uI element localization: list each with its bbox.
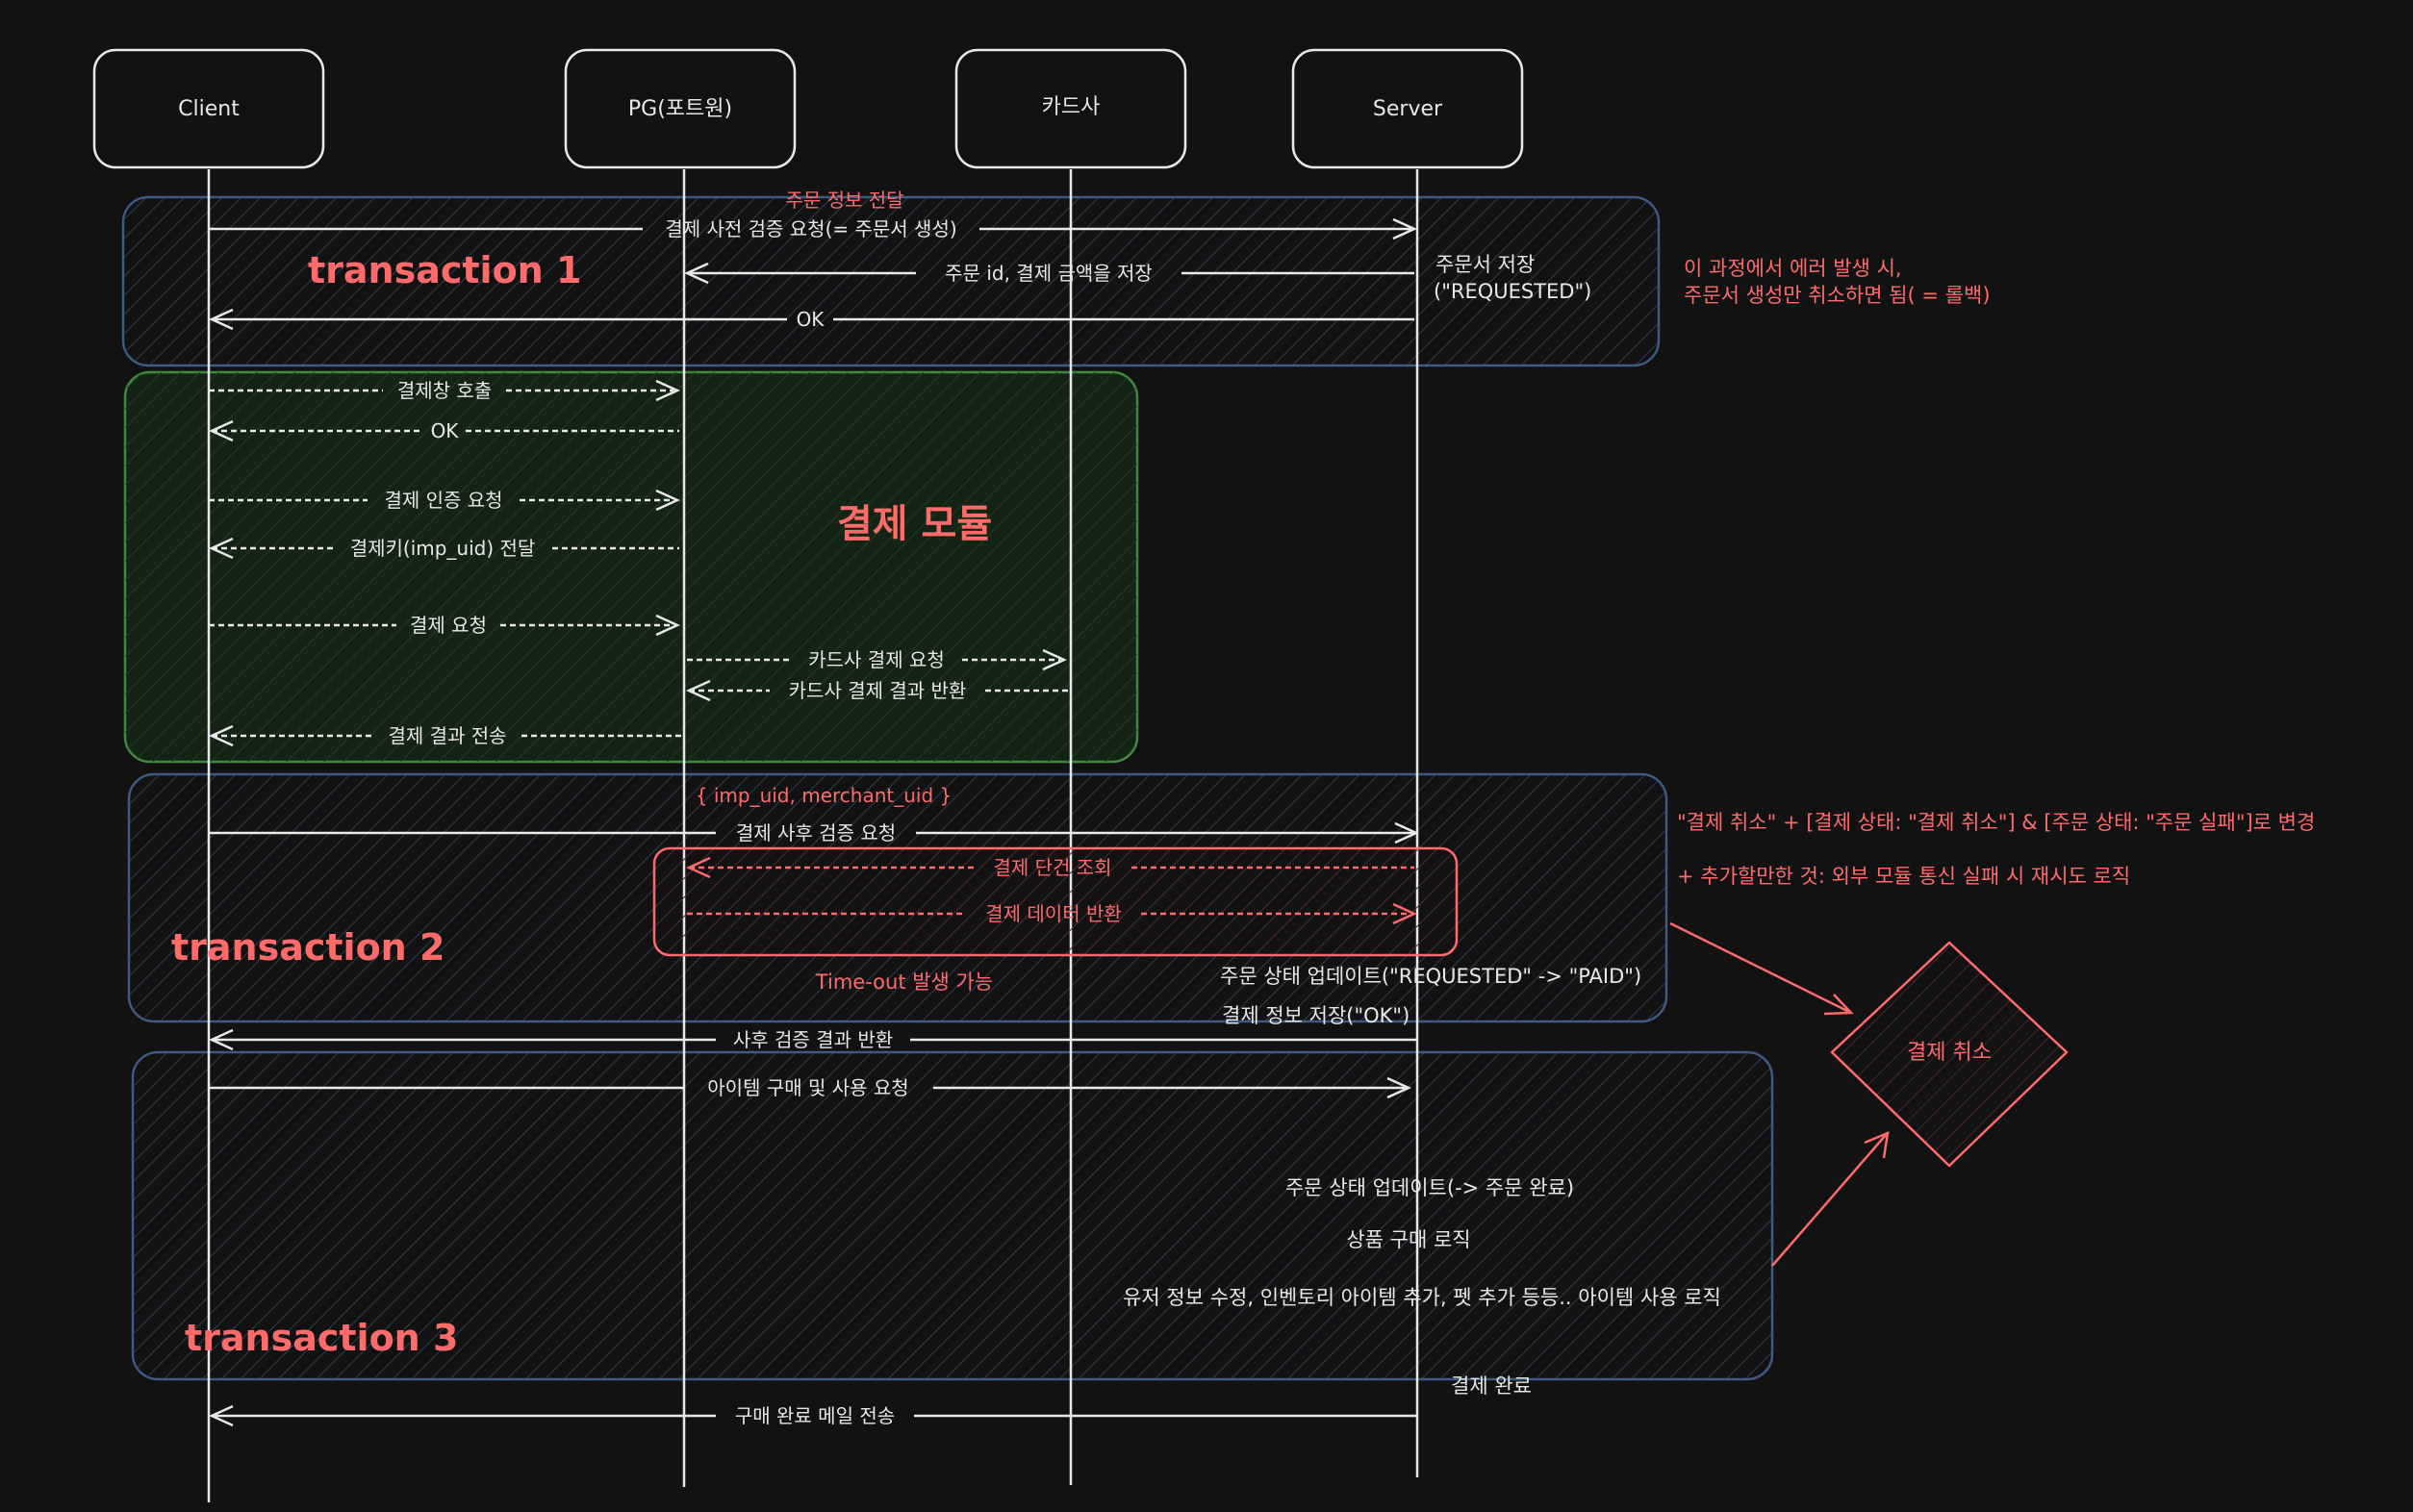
participant-pg: PG(포트원): [564, 48, 797, 169]
message-pay-data-return: 결제 데이터 반환: [687, 902, 1418, 925]
message-auth-request: 결제 인증 요청: [209, 489, 681, 512]
transaction-2-title: transaction 2: [171, 926, 444, 969]
error-note-2: 주문서 생성만 취소하면 됨( = 롤백): [1684, 284, 1991, 307]
transaction-1-box: [121, 195, 1661, 367]
participant-server-label: Server: [1373, 97, 1443, 121]
message-post-verify: 결제 사후 검증 요청: [209, 821, 1420, 844]
retry-note: + 추가할만한 것: 외부 모듈 통신 실패 시 재시도 로직: [1677, 865, 2130, 888]
message-pay-request: 결제 요청: [209, 614, 681, 637]
status-complete-note: 주문 상태 업데이트(-> 주문 완료): [1285, 1176, 1574, 1199]
single-lookup-label: 결제 단건 조회: [993, 856, 1111, 879]
pay-data-return-label: 결제 데이터 반환: [985, 902, 1122, 925]
status-paid-note: 주문 상태 업데이트("REQUESTED" -> "PAID"): [1220, 965, 1641, 988]
message-save-order-amount: 주문 id, 결제 금액을 저장: [683, 262, 1414, 285]
participant-client: Client: [92, 48, 325, 169]
message-card-pay-result: 카드사 결제 결과 반환: [685, 679, 1068, 702]
participant-card-label: 카드사: [1042, 95, 1101, 119]
item-use-logic-note: 유저 정보 수정, 인벤토리 아이템 추가, 펫 추가 등등.. 아이템 사용 …: [1123, 1286, 1721, 1309]
ok-2-label: OK: [431, 419, 460, 442]
pay-request-label: 결제 요청: [410, 614, 487, 637]
transaction-3-box: [131, 1050, 1774, 1381]
message-card-pay-request: 카드사 결제 요청: [687, 648, 1068, 671]
message-purchase-mail: 구매 완료 메일 전송: [208, 1404, 1416, 1427]
pay-result-send-label: 결제 결과 전송: [388, 724, 506, 747]
card-pay-result-label: 카드사 결제 결과 반환: [789, 679, 967, 702]
order-save-note-2: ("REQUESTED"): [1434, 280, 1591, 303]
message-single-lookup: 결제 단건 조회: [685, 856, 1414, 879]
purchase-mail-label: 구매 완료 메일 전송: [735, 1404, 895, 1427]
cancel-decision-label: 결제 취소: [1907, 1041, 1992, 1065]
pre-verify-label: 결제 사전 검증 요청(= 주문서 생성): [665, 217, 956, 240]
payment-module-title: 결제 모듈: [837, 502, 992, 546]
message-pre-verify: 결제 사전 검증 요청(= 주문서 생성): [209, 217, 1418, 240]
imp-merchant-label: { imp_uid, merchant_uid }: [696, 784, 952, 807]
transaction-3-title: transaction 3: [185, 1317, 458, 1359]
timeout-label: Time-out 발생 가능: [815, 970, 993, 994]
message-ok-2: OK: [208, 419, 679, 442]
pay-complete-note: 결제 완료: [1451, 1374, 1532, 1398]
message-post-verify-result: 사후 검증 결과 반환: [208, 1028, 1416, 1051]
pay-key-label: 결제키(imp_uid) 전달: [350, 537, 536, 560]
error-note-1: 이 과정에서 에러 발생 시,: [1684, 257, 1902, 280]
arrow-tx2-to-cancel: [1669, 921, 1854, 1016]
card-pay-request-label: 카드사 결제 요청: [808, 648, 945, 671]
participant-client-label: Client: [178, 97, 240, 121]
call-window-label: 결제창 호출: [397, 379, 492, 402]
message-item-buy-use: 아이템 구매 및 사용 요청: [209, 1076, 1412, 1099]
post-verify-result-label: 사후 검증 결과 반환: [733, 1028, 893, 1051]
pay-info-save-note: 결제 정보 저장("OK"): [1222, 1004, 1410, 1027]
participant-server: Server: [1291, 48, 1524, 169]
product-logic-note: 상품 구매 로직: [1346, 1228, 1470, 1251]
arrow-tx3-to-cancel: [1771, 1130, 1890, 1267]
post-verify-label: 결제 사후 검증 요청: [736, 821, 896, 844]
payment-module-hatch: [125, 372, 1137, 762]
cancel-note: "결제 취소" + [결제 상태: "결제 취소"] & [주문 상태: "주문…: [1677, 811, 2315, 834]
participant-pg-label: PG(포트원): [628, 97, 732, 121]
message-ok-1: OK: [208, 308, 1414, 331]
order-info-label: 주문 정보 전달: [785, 189, 903, 212]
message-pay-key: 결제키(imp_uid) 전달: [208, 537, 679, 560]
order-save-note-1: 주문서 저장: [1435, 253, 1535, 276]
ok-1-label: OK: [797, 308, 826, 331]
timeout-risk-box: [652, 846, 1459, 957]
save-order-amount-label: 주문 id, 결제 금액을 저장: [945, 262, 1153, 285]
message-pay-result-send: 결제 결과 전송: [208, 724, 681, 747]
item-buy-use-label: 아이템 구매 및 사용 요청: [707, 1076, 908, 1099]
participant-card: 카드사: [954, 48, 1187, 169]
cancel-decision: 결제 취소: [1830, 941, 2069, 1168]
auth-request-label: 결제 인증 요청: [384, 489, 502, 512]
transaction-1-title: transaction 1: [308, 249, 581, 291]
message-call-window: 결제창 호출: [209, 379, 681, 402]
